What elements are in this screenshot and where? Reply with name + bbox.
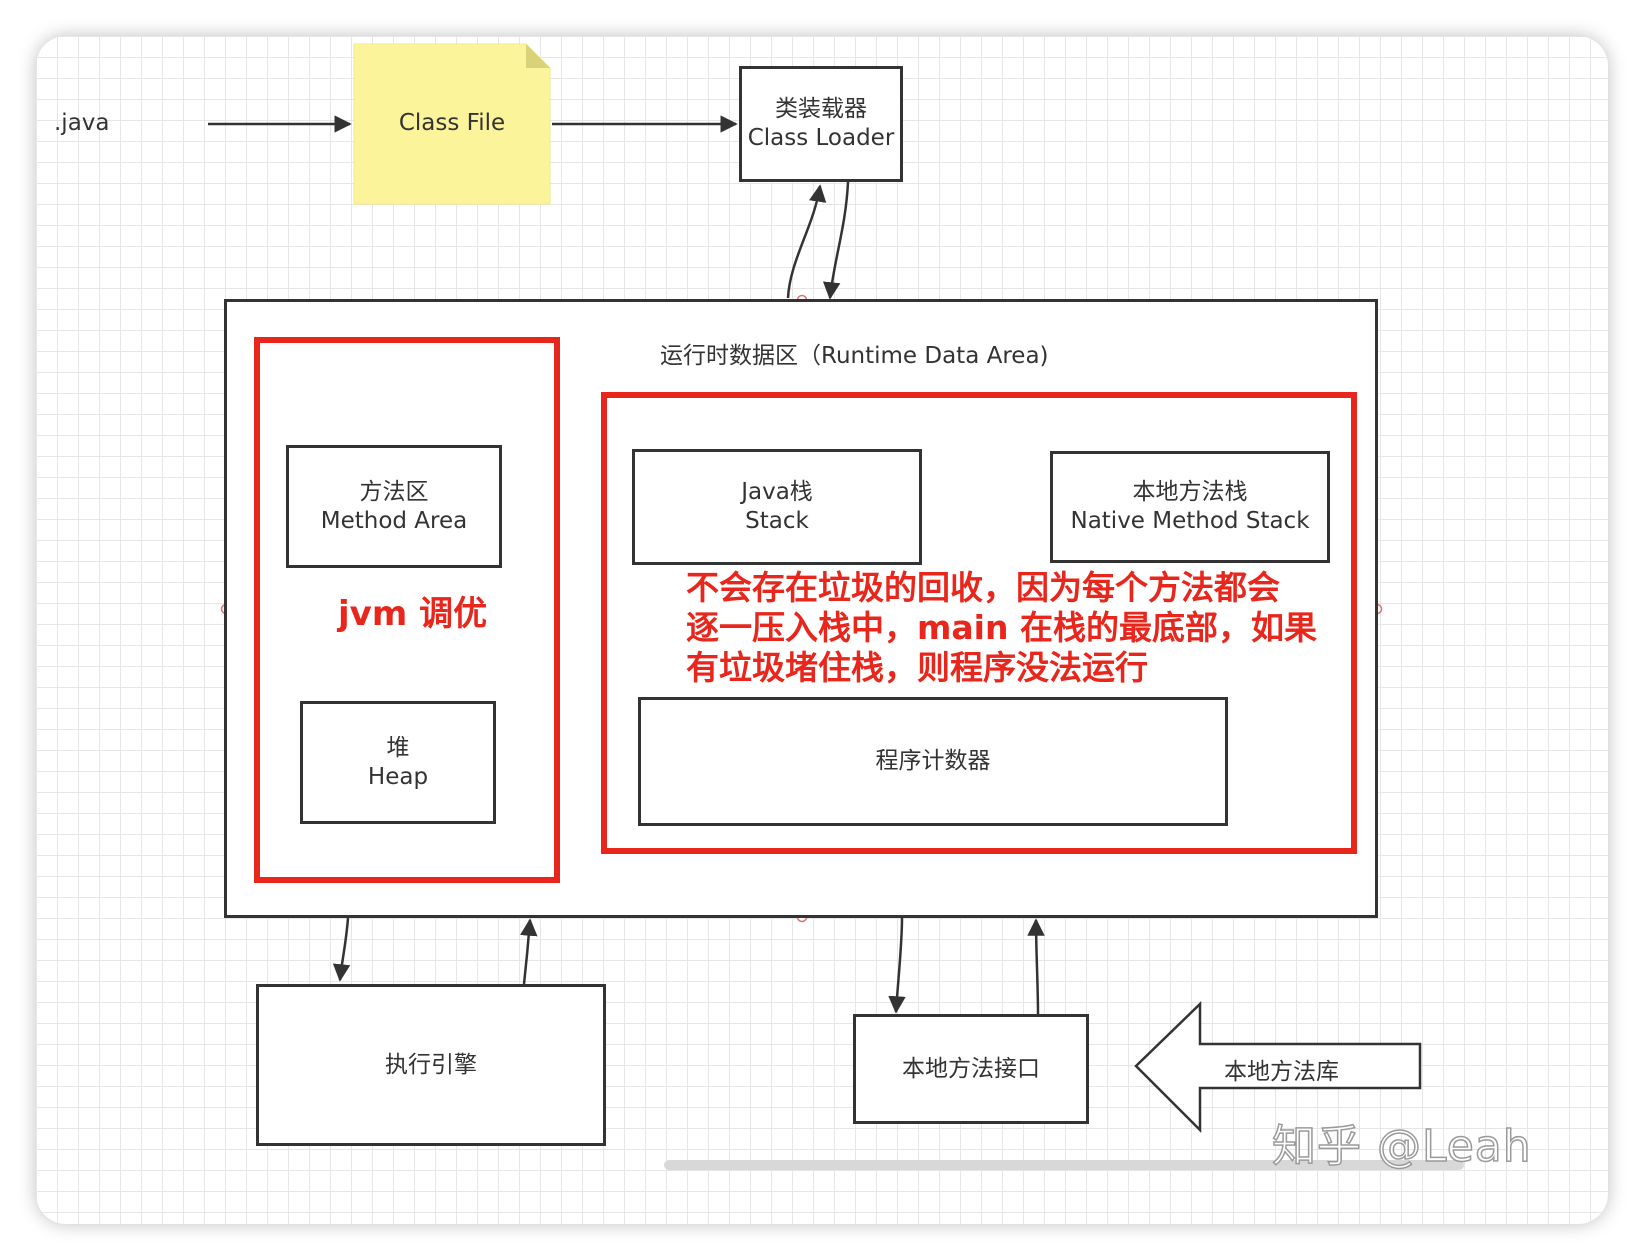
arrow-runtime-to-loader	[786, 184, 827, 299]
method-area-box[interactable]: 方法区 Method Area	[286, 445, 502, 568]
runtime-data-area-title: 运行时数据区（Runtime Data Area)	[660, 343, 1049, 369]
gc-annotation-note: 不会存在垃圾的回收，因为每个方法都会 逐一压入栈中，main 在栈的最底部，如果…	[686, 568, 1317, 688]
program-counter-label: 程序计数器	[875, 748, 991, 775]
class-loader-box[interactable]: 类装载器 Class Loader	[739, 66, 903, 182]
java-stack-cn: Java栈	[741, 479, 813, 506]
native-stack-cn: 本地方法栈	[1132, 479, 1248, 506]
arrow-engine-to-runtime	[520, 918, 538, 985]
java-source-label: .java	[54, 110, 110, 136]
method-area-cn: 方法区	[359, 478, 429, 505]
heap-cn: 堆	[386, 734, 410, 761]
zhihu-watermark: 知乎 @Leah	[1271, 1120, 1532, 1173]
diagram-canvas: .java Class File 类装载器 Class Loader 运行时数据…	[36, 36, 1608, 1224]
program-counter-box[interactable]: 程序计数器	[638, 697, 1228, 826]
arrow-runtime-to-native-interface	[888, 917, 906, 1014]
gc-note-line: 逐一压入栈中，main 在栈的最底部，如果	[686, 608, 1317, 647]
heap-en: Heap	[367, 763, 429, 790]
arrow-native-interface-to-runtime	[1027, 918, 1045, 1015]
native-interface-label: 本地方法接口	[902, 1055, 1040, 1082]
java-stack-box[interactable]: Java栈 Stack	[632, 449, 922, 565]
arrow-runtime-to-engine	[332, 917, 351, 982]
execution-engine-label: 执行引擎	[385, 1051, 477, 1078]
native-library-arrow-shape	[1134, 1001, 1422, 1134]
native-library-label: 本地方法库	[1224, 1059, 1339, 1085]
jvm-tuning-highlight	[254, 337, 560, 883]
native-method-stack-box[interactable]: 本地方法栈 Native Method Stack	[1050, 451, 1330, 563]
gc-note-line: 不会存在垃圾的回收，因为每个方法都会	[686, 568, 1280, 607]
native-stack-en: Native Method Stack	[1070, 508, 1310, 534]
gc-note-line: 有垃圾堵住栈，则程序没法运行	[686, 648, 1148, 687]
arrow-loader-to-runtime	[822, 181, 850, 300]
heap-box[interactable]: 堆 Heap	[300, 701, 496, 824]
java-stack-en: Stack	[745, 508, 809, 534]
class-file-note	[353, 43, 551, 205]
horizontal-scrollbar	[664, 1160, 1464, 1170]
class-loader-en: Class Loader	[747, 125, 895, 151]
execution-engine-box[interactable]: 执行引擎	[256, 984, 606, 1146]
jvm-tuning-label: jvm 调优	[338, 594, 488, 634]
class-file-label: Class File	[398, 110, 506, 136]
no-gc-highlight	[601, 392, 1357, 854]
class-loader-cn: 类装载器	[775, 96, 867, 123]
method-area-en: Method Area	[320, 507, 468, 534]
note-fold	[526, 44, 550, 68]
native-method-interface-box[interactable]: 本地方法接口	[853, 1014, 1089, 1124]
